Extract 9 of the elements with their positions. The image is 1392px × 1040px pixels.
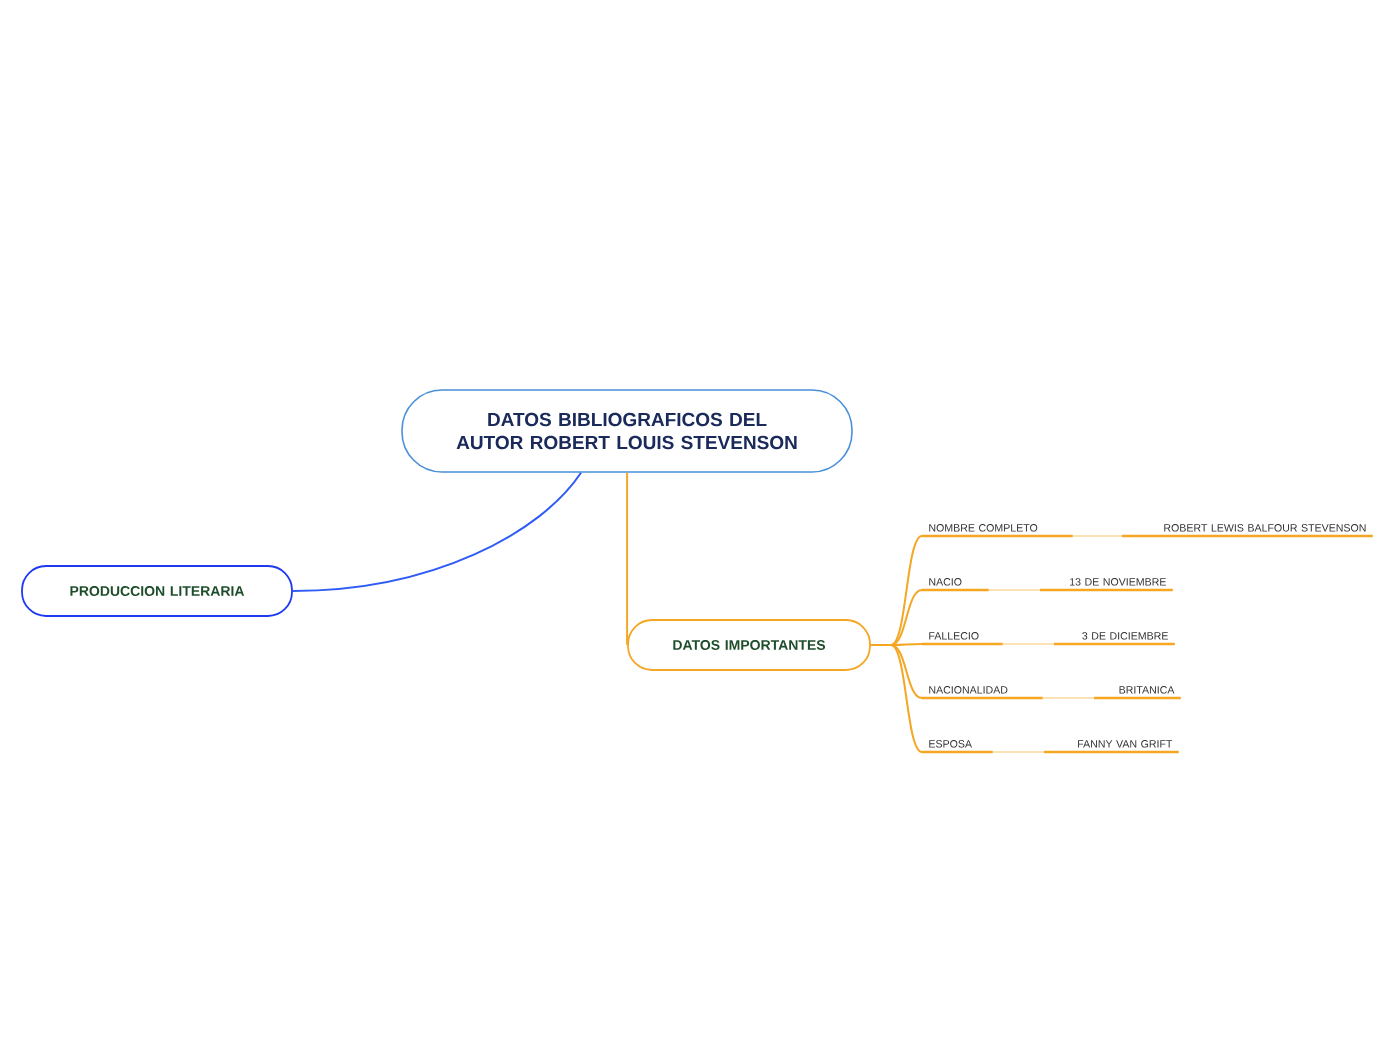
- connector: [987, 589, 1041, 591]
- connector: [1071, 535, 1123, 537]
- connector: [991, 751, 1045, 753]
- connector: [1001, 643, 1055, 645]
- connector: [291, 471, 582, 592]
- central-topic-box: DATOS BIBLIOGRAFICOS DEL AUTOR ROBERT LOUIS STEVENSON: [401, 389, 853, 473]
- connector: [1041, 697, 1095, 699]
- connector: [626, 471, 629, 646]
- connector: [869, 644, 923, 753]
